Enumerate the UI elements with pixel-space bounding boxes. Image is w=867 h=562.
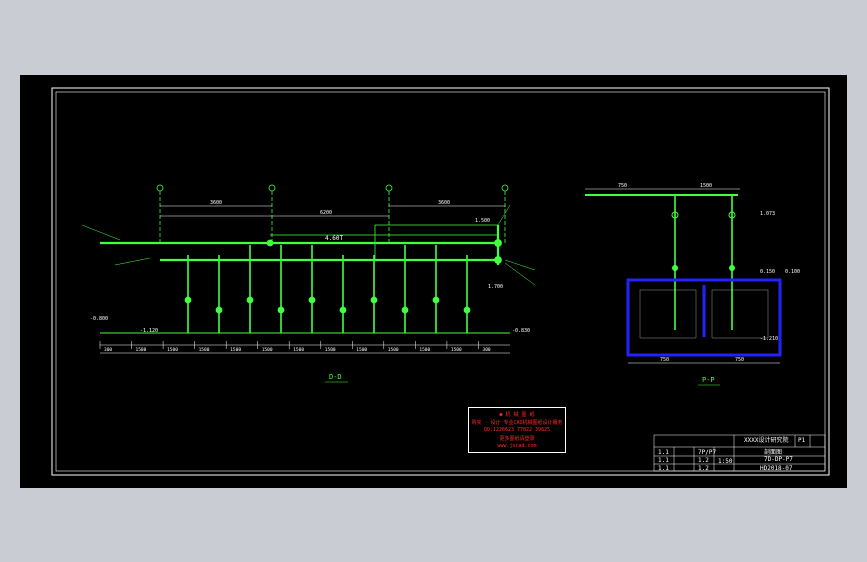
valve-icon: [215, 306, 223, 314]
valve-icon: [184, 296, 192, 304]
inner-frame: [55, 91, 826, 472]
bottom-dims: 300 1500 1500 1500 1500 1500 1500 1500 1500 1500 1…: [99, 341, 491, 353]
side-annotations: 750 1500 750 750 1.073 0.150 0.100 -1.21…: [618, 183, 800, 363]
tb-col-b-1: 7P/P7: [698, 449, 717, 456]
tank-inner-left: [639, 289, 697, 339]
bottom-dim-text: 1500: [451, 347, 462, 353]
valve-icon: [246, 296, 254, 304]
elev-left: -0.800: [90, 316, 108, 322]
leader-line: [504, 262, 536, 286]
axis-bubble: [156, 184, 164, 192]
tank-inner-right: [711, 289, 769, 339]
side-dim-1: 750: [618, 183, 627, 189]
valve-icon: [308, 296, 316, 304]
leader-line: [114, 257, 151, 266]
tb-col-a-1: 1.1: [658, 449, 669, 456]
valve-icon: [671, 211, 679, 219]
tb-col-b-2: 1.2: [698, 457, 709, 464]
valves: [184, 239, 502, 314]
tb-sheet: P1: [798, 437, 806, 444]
valve-icon: [728, 211, 736, 219]
bottom-dim-text: 1500: [293, 347, 304, 353]
tank-fill: [639, 289, 769, 339]
title-block-border: [653, 434, 826, 472]
axis-bubble: [501, 184, 509, 192]
bottom-dim-text: 1500: [136, 347, 147, 353]
bottom-dim-text: 1500: [262, 347, 273, 353]
tb-sheet-name: 7D-DP-P7: [764, 456, 793, 463]
bottom-dim-text: 1500: [167, 347, 178, 353]
tank: [626, 278, 782, 357]
header-pipes-thin: [270, 224, 498, 260]
valve-icon: [463, 306, 471, 314]
valve-icon: [266, 239, 274, 247]
tb-col-b-3: 1.2: [698, 465, 709, 472]
bottom-dim-text: 1500: [199, 347, 210, 353]
main-annotations: 3600 6200 3600 4.60T 1.500 1.700 -0.800 …: [90, 200, 530, 334]
tb-col-a-2: 1.1: [658, 457, 669, 464]
cad-drawing: 3600 6200 3600 4.60T 1.500 1.700 -0.800 …: [51, 87, 830, 476]
side-elev-3: 0.100: [785, 269, 800, 275]
main-section: [81, 184, 536, 354]
dim-top-1: 3600: [210, 200, 222, 206]
tb-col-a-3: 1.1: [658, 465, 669, 472]
title-block: [653, 434, 826, 472]
elev-right: 1.700: [488, 284, 503, 290]
elev-right-small: 1.500: [475, 218, 490, 224]
side-dim-b1: 750: [660, 357, 669, 363]
top-dimensions: [160, 205, 505, 217]
dim-top-2: 6200: [320, 210, 332, 216]
axis-markers: [156, 184, 509, 245]
elev-floor: -1.120: [140, 328, 158, 334]
side-dim-2: 1500: [700, 183, 712, 189]
valve-icon: [277, 306, 285, 314]
valve-icon: [401, 306, 409, 314]
stamp-line4: 更多图纸请登录: [499, 436, 535, 442]
bottom-dim-text: 300: [483, 347, 491, 353]
bottom-dim-text: 1500: [388, 347, 399, 353]
leader-line: [81, 224, 121, 241]
leader-line: [504, 259, 536, 271]
valve-icon: [339, 306, 347, 314]
bottom-dim-text: 1500: [230, 347, 241, 353]
side-section: [585, 188, 782, 364]
dim-top-3: 3600: [438, 200, 450, 206]
tb-scale: 1:50: [718, 458, 733, 465]
view-label-side: P-P: [702, 376, 715, 384]
bottom-dim-text: 1500: [419, 347, 430, 353]
bottom-dim-text: 300: [104, 347, 112, 353]
valve-icon: [432, 296, 440, 304]
tb-drawing-title: 剖面图: [764, 449, 783, 456]
watermark-stamp: ● 机 械 图 纸 购买 · 设计 专业CAD机械图纸设计服务 QQ:12286…: [468, 407, 566, 453]
tb-project: XXXX设计研究院: [744, 437, 789, 444]
valve-icon: [672, 265, 678, 271]
stamp-line2: 购买 · 设计 专业CAD机械图纸设计服务: [471, 420, 563, 426]
side-elev-2: 0.150: [760, 269, 775, 275]
stamp-line3: QQ:1228623 77822 39625: [483, 427, 551, 433]
stamp-line1: ● 机 械 图 纸: [499, 412, 535, 418]
axis-bubble: [385, 184, 393, 192]
elev-main: 4.60T: [325, 235, 343, 242]
cad-viewport[interactable]: 3600 6200 3600 4.60T 1.500 1.700 -0.800 …: [20, 75, 847, 488]
leaders: [81, 204, 536, 286]
tank-outer: [626, 278, 782, 357]
view-label-main: D-D: [329, 373, 342, 381]
side-dim-b2: 750: [735, 357, 744, 363]
drop-pipes: [187, 245, 468, 333]
tb-drawing-no: HD2018-07: [760, 465, 793, 472]
valve-icon: [494, 256, 502, 264]
bottom-dim-text: 1500: [356, 347, 367, 353]
bottom-dim-text: 1500: [325, 347, 336, 353]
valve-icon: [370, 296, 378, 304]
stamp-line5: www.jxcad.com: [497, 443, 537, 449]
valve-icon: [494, 239, 502, 247]
side-elev-4: -1.210: [760, 336, 778, 342]
elev-right2: -0.830: [512, 328, 530, 334]
axis-bubble: [268, 184, 276, 192]
outer-frame: [51, 87, 830, 476]
side-elev-1: 1.073: [760, 211, 775, 217]
valve-icon: [729, 265, 735, 271]
leader-line: [497, 204, 511, 226]
